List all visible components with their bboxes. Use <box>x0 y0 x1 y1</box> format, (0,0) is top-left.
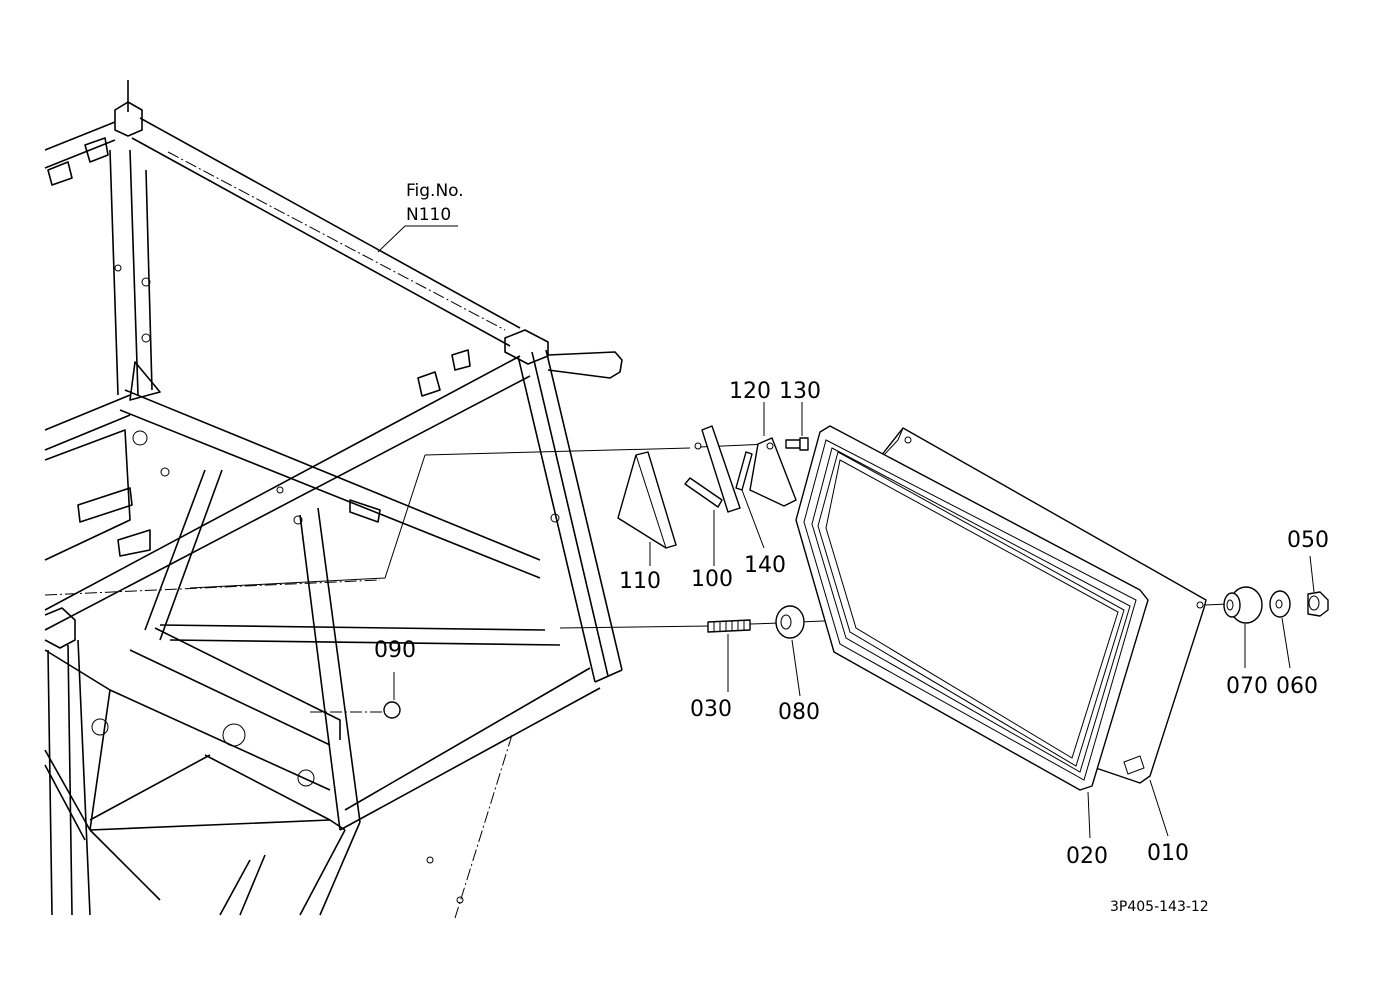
labels: Fig.No. N110 120 130 110 100 140 090 030… <box>374 181 1329 915</box>
part-050-nut <box>1307 591 1329 617</box>
label-020: 020 <box>1066 844 1108 869</box>
fig-ref-line1: Fig.No. <box>406 181 464 201</box>
label-090: 090 <box>374 638 416 663</box>
label-070: 070 <box>1226 674 1268 699</box>
fig-ref-line2: N110 <box>406 205 451 225</box>
fig-ref-leader <box>377 225 458 253</box>
drawing-code: 3P405-143-12 <box>1110 899 1209 915</box>
part-020-seal <box>795 425 1149 791</box>
label-110: 110 <box>619 569 661 594</box>
label-130: 130 <box>779 379 821 404</box>
label-010: 010 <box>1147 841 1189 866</box>
label-120: 120 <box>729 379 771 404</box>
label-100: 100 <box>691 567 733 592</box>
label-080: 080 <box>778 700 820 725</box>
part-110-bracket <box>617 451 677 549</box>
label-050: 050 <box>1287 528 1329 553</box>
label-leaders <box>649 402 1315 839</box>
part-140-shim <box>735 451 753 491</box>
part-030-stud <box>707 619 751 633</box>
part-130-bolt <box>785 437 809 451</box>
part-120-hinge-bracket <box>749 437 797 507</box>
part-090-grommet <box>383 672 401 719</box>
label-030: 030 <box>690 697 732 722</box>
part-100-hinge-plate <box>684 425 741 513</box>
part-060-washer <box>1269 590 1291 618</box>
label-140: 140 <box>744 553 786 578</box>
part-080-spacer <box>775 605 805 639</box>
part-070-cushion <box>1223 586 1263 624</box>
cab-frame <box>44 80 623 919</box>
label-060: 060 <box>1276 674 1318 699</box>
